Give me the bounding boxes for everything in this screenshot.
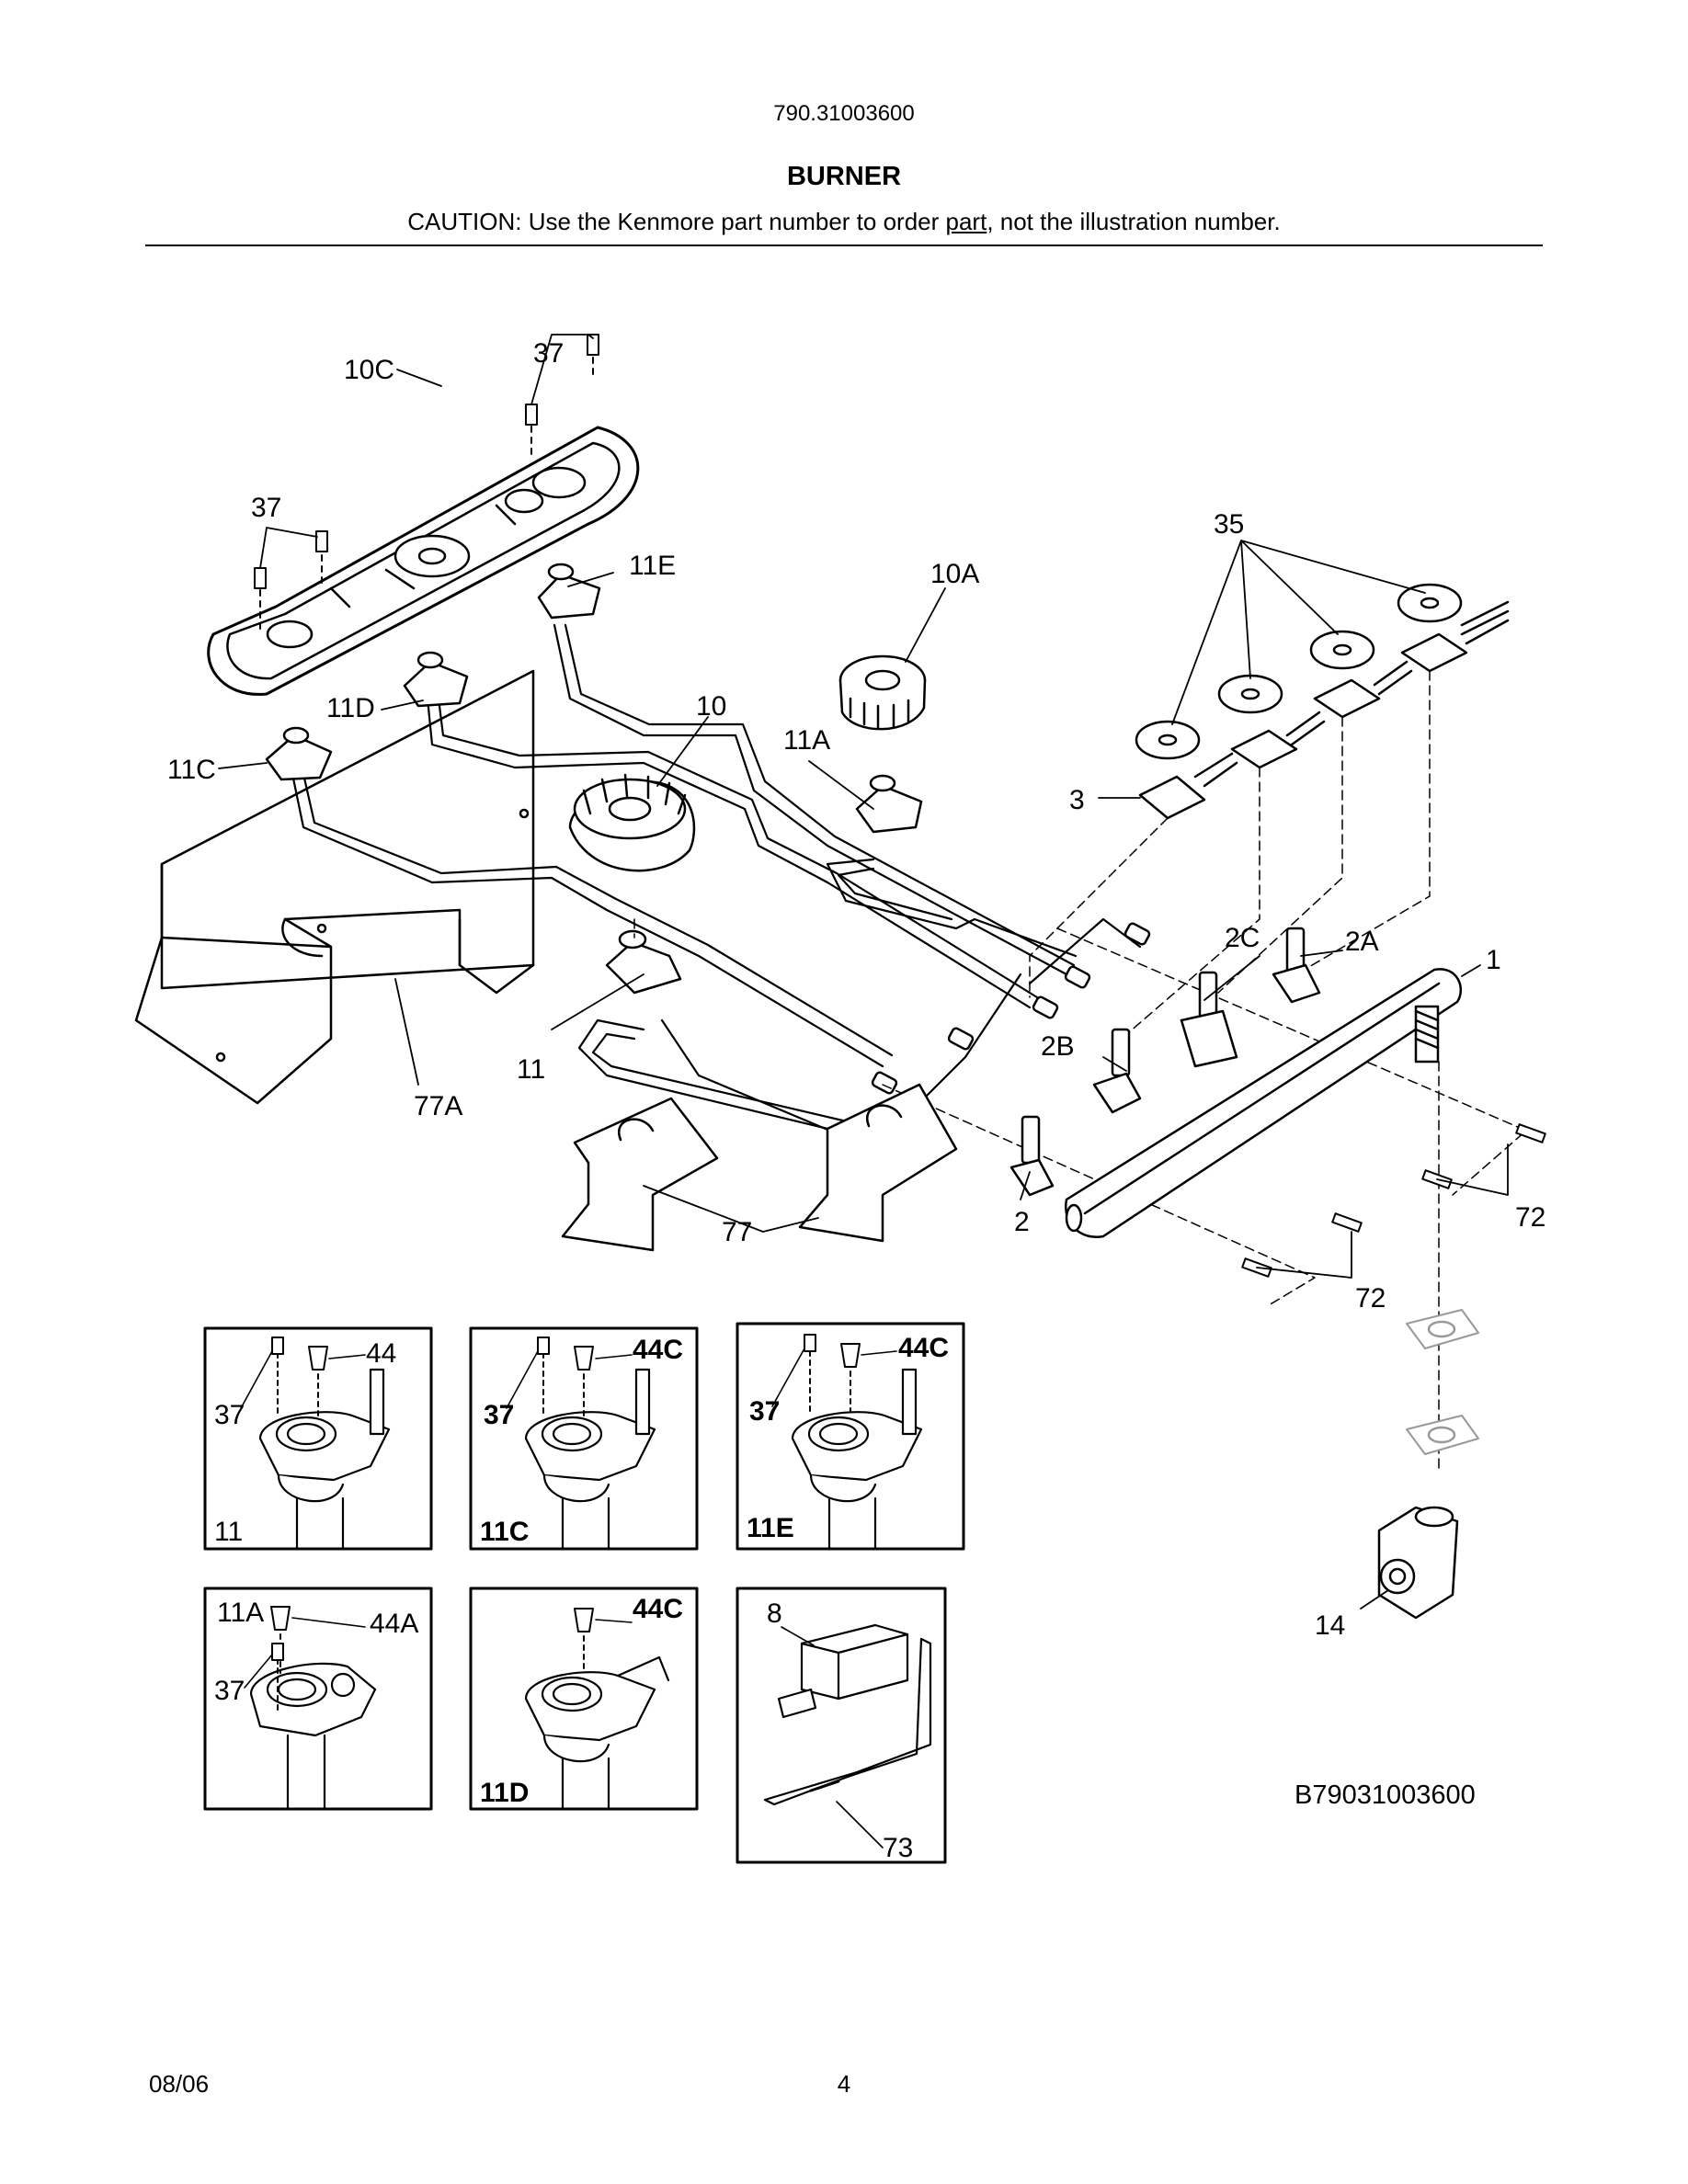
inset-11-screw-label: 37: [214, 1400, 245, 1430]
callout-leaders: [218, 334, 1509, 1610]
inset-8-label: 8: [767, 1598, 782, 1629]
inset-11c-label: 11C: [480, 1517, 529, 1547]
inset-11e-jet-label: 44C: [898, 1333, 949, 1363]
inset-jets-screws: [270, 1334, 861, 1711]
callout-11a: 11A: [783, 725, 830, 756]
manifold-1: [1064, 968, 1463, 1239]
inset-11a-jet-label: 44A: [370, 1609, 418, 1639]
callout-37-top: 37: [533, 338, 564, 369]
callout-3: 3: [1069, 785, 1085, 815]
caution-note: CAUTION: Use the Kenmore part number to …: [0, 208, 1688, 236]
regulator-14: [1377, 1309, 1479, 1620]
callout-77a: 77A: [414, 1091, 462, 1121]
footer-date: 08/06: [149, 2070, 210, 2098]
inset-11-jet-label: 44: [366, 1338, 396, 1369]
inset-labels: 44 37 11 44C 37 11C 44C 37 11E 11A 44A 3…: [214, 1333, 949, 1863]
caution-text: CAUTION: Use the Kenmore part number to …: [407, 208, 946, 235]
diagram-code: B79031003600: [1295, 1780, 1476, 1810]
section-title: BURNER: [786, 162, 902, 191]
header-rule: [145, 245, 1543, 246]
inset-11a-screw-label: 37: [214, 1676, 245, 1706]
inset-11e-screw-label: 37: [749, 1396, 780, 1427]
burner-valves: [265, 563, 923, 995]
inset-11c-jet-label: 44C: [633, 1335, 683, 1365]
screws-72: [1241, 1123, 1546, 1278]
inset-leaders: [240, 1348, 897, 1848]
callout-72-lower: 72: [1355, 1283, 1386, 1314]
caution-part-word: part: [945, 208, 987, 235]
callout-2a: 2A: [1345, 927, 1379, 957]
callout-10: 10: [696, 691, 726, 722]
burner-top-plate-10c: [207, 426, 640, 696]
callout-11: 11: [517, 1054, 545, 1085]
page-number: 4: [837, 2070, 851, 2098]
inset-11c-screw-label: 37: [484, 1400, 514, 1430]
callout-37-left: 37: [251, 493, 281, 523]
callout-10c: 10C: [344, 355, 394, 385]
callout-14: 14: [1315, 1610, 1345, 1641]
callout-labels: 37 37 10C 11E 10A 35 11D 10 11A 11C 3 2C…: [167, 338, 1545, 1641]
caution-text-end: , not the illustration number.: [987, 208, 1281, 235]
inset-11e-label: 11E: [747, 1513, 794, 1543]
inset-panels: [203, 1322, 965, 1864]
callout-2b: 2B: [1041, 1031, 1075, 1062]
inset-11d-jet-label: 44C: [633, 1594, 683, 1624]
callout-11c: 11C: [167, 755, 216, 785]
callout-2c: 2C: [1225, 923, 1260, 953]
inset-11a-label: 11A: [217, 1598, 264, 1628]
callout-10a: 10A: [930, 559, 979, 589]
tube-fittings: [871, 922, 1151, 1095]
heat-shield-77a: [134, 669, 535, 1105]
inset-11-label: 11: [214, 1517, 243, 1547]
callout-77: 77: [722, 1217, 752, 1247]
inset-11d-label: 11D: [480, 1778, 529, 1808]
model-number: 790.31003600: [773, 101, 915, 126]
callout-72-right: 72: [1515, 1202, 1545, 1233]
knobs-35-switches-3: [1135, 583, 1510, 820]
brackets-77: [561, 1083, 958, 1252]
gas-valves-2: [1009, 927, 1321, 1197]
burner-head-10: [568, 773, 696, 872]
inset-73-label: 73: [883, 1833, 913, 1863]
callout-11e: 11E: [629, 551, 676, 581]
callout-2: 2: [1014, 1207, 1030, 1237]
inset-valve-drawings: [249, 1368, 932, 1811]
callout-35: 35: [1214, 509, 1244, 540]
callout-11d: 11D: [326, 693, 375, 723]
callout-1: 1: [1486, 945, 1501, 975]
burner-head-10a: [838, 654, 927, 731]
